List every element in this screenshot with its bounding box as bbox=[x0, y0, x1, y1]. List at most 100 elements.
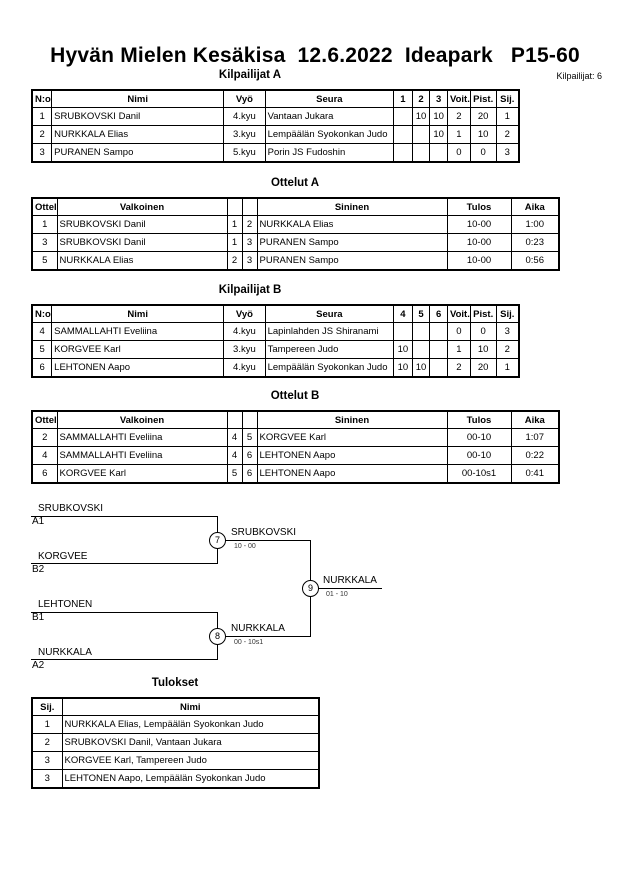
matchA-header-cell: Sininen bbox=[256, 197, 448, 216]
poolA-header-cell: 2 bbox=[411, 89, 431, 108]
poolB-cell bbox=[429, 340, 448, 359]
poolA-header-cell: Nimi bbox=[51, 89, 225, 108]
poolA-cell bbox=[393, 107, 413, 126]
poolB-cell bbox=[411, 340, 431, 359]
matchA-cell: PURANEN Sampo bbox=[256, 233, 448, 252]
matchB-cell: 6 bbox=[241, 464, 258, 484]
bracket-final-score: 01 - 10 bbox=[326, 591, 348, 598]
matchB-cell: 0:22 bbox=[510, 446, 560, 465]
poolB-header-cell: 5 bbox=[411, 304, 431, 323]
matchA-cell: 1:00 bbox=[510, 215, 560, 234]
matchA-header-cell: Aika bbox=[510, 197, 560, 216]
results-cell: LEHTONEN Aapo, Lempäälän Syokonkan Judo bbox=[61, 769, 320, 789]
poolA-cell: SRUBKOVSKI Danil bbox=[51, 107, 225, 126]
matchB-cell: LEHTONEN Aapo bbox=[256, 464, 448, 484]
matchA-cell: PURANEN Sampo bbox=[256, 251, 448, 271]
matchB-header-cell: Valkoinen bbox=[56, 410, 228, 429]
results-header-cell: Nimi bbox=[61, 697, 320, 716]
poolA-header-cell: Pist. bbox=[469, 89, 497, 108]
poolB-cell bbox=[429, 322, 448, 341]
poolA-cell: Porin JS Fudoshin bbox=[264, 143, 395, 163]
competitor-count: Kilpailijat: 6 bbox=[556, 71, 602, 81]
matchB-cell: 5 bbox=[241, 428, 258, 447]
poolA-cell bbox=[411, 143, 431, 163]
matches-b-title: Ottelut B bbox=[270, 390, 320, 402]
results-cell: 2 bbox=[31, 733, 63, 752]
matchA-cell: 0:23 bbox=[510, 233, 560, 252]
matchB-cell: 1:07 bbox=[510, 428, 560, 447]
bracket-semi2-bottom-name: NURKKALA bbox=[38, 647, 92, 658]
poolB-cell bbox=[411, 322, 431, 341]
poolA-header-cell: Sij. bbox=[495, 89, 520, 108]
matchB-cell: 00-10 bbox=[446, 446, 512, 465]
poolB-cell: 10 bbox=[411, 358, 431, 378]
poolA-header-cell: 1 bbox=[393, 89, 413, 108]
poolB-header-cell: Nimi bbox=[51, 304, 225, 323]
matchB-cell: LEHTONEN Aapo bbox=[256, 446, 448, 465]
matchA-header-cell bbox=[241, 197, 258, 216]
matchB-header-cell: Aika bbox=[510, 410, 560, 429]
matchB-cell: 6 bbox=[31, 464, 58, 484]
poolA-cell: 3 bbox=[31, 143, 53, 163]
pool-a-title: Kilpailijat A bbox=[218, 69, 282, 81]
poolA-cell: 3 bbox=[495, 143, 520, 163]
matchB-cell: SAMMALLAHTI Eveliina bbox=[56, 428, 228, 447]
poolB-cell: 3 bbox=[495, 322, 520, 341]
poolA-cell: 10 bbox=[411, 107, 431, 126]
bracket-final-match-no: 9 bbox=[302, 580, 319, 597]
matchB-cell: 5 bbox=[226, 464, 243, 484]
poolB-cell bbox=[393, 322, 413, 341]
poolB-header-cell: Voit. bbox=[446, 304, 471, 323]
poolA-cell: 1 bbox=[446, 125, 471, 144]
poolB-cell: 20 bbox=[469, 358, 497, 378]
matchA-cell: 3 bbox=[241, 251, 258, 271]
bracket-semi2-top-name: LEHTONEN bbox=[38, 599, 93, 610]
poolB-cell: 1 bbox=[446, 340, 471, 359]
poolA-cell bbox=[411, 125, 431, 144]
bracket-semi1-bottom-seed: B2 bbox=[32, 564, 45, 575]
matchA-cell: 1 bbox=[226, 215, 243, 234]
matchB-cell: KORGVEE Karl bbox=[56, 464, 228, 484]
matchB-cell: 4 bbox=[226, 446, 243, 465]
bracket-semi1-top-name: SRUBKOVSKI bbox=[38, 503, 104, 514]
matchA-cell: NURKKALA Elias bbox=[56, 251, 228, 271]
results-title: Tulokset bbox=[151, 677, 199, 689]
matchA-cell: 10-00 bbox=[446, 233, 512, 252]
results-cell: SRUBKOVSKI Danil, Vantaan Jukara bbox=[61, 733, 320, 752]
matchA-header-cell: Ottelu bbox=[31, 197, 58, 216]
poolA-cell: 2 bbox=[446, 107, 471, 126]
poolB-cell: 1 bbox=[495, 358, 520, 378]
matchA-header-cell: Valkoinen bbox=[56, 197, 228, 216]
poolA-cell: 2 bbox=[495, 125, 520, 144]
poolA-header-cell: Voit. bbox=[446, 89, 471, 108]
poolA-cell: Vantaan Jukara bbox=[264, 107, 395, 126]
matchA-cell: SRUBKOVSKI Danil bbox=[56, 215, 228, 234]
poolB-header-cell: 4 bbox=[393, 304, 413, 323]
poolB-cell: 10 bbox=[469, 340, 497, 359]
matchB-cell: 00-10s1 bbox=[446, 464, 512, 484]
poolA-cell: 3.kyu bbox=[223, 125, 266, 144]
poolA-cell: 10 bbox=[429, 107, 448, 126]
poolA-header-cell: 3 bbox=[429, 89, 448, 108]
poolB-cell: 4.kyu bbox=[223, 358, 266, 378]
poolB-cell: SAMMALLAHTI Eveliina bbox=[51, 322, 225, 341]
matchB-cell: 2 bbox=[31, 428, 58, 447]
poolA-cell bbox=[429, 143, 448, 163]
matchA-header-cell: Tulos bbox=[446, 197, 512, 216]
poolA-cell: 2 bbox=[31, 125, 53, 144]
matchB-header-cell: Tulos bbox=[446, 410, 512, 429]
bracket-semi2-top-seed: B1 bbox=[32, 612, 45, 623]
poolB-cell: Lapinlahden JS Shiranami bbox=[264, 322, 395, 341]
matchB-cell: 4 bbox=[31, 446, 58, 465]
poolA-cell bbox=[393, 143, 413, 163]
poolB-cell: 4 bbox=[31, 322, 53, 341]
poolB-cell: 0 bbox=[446, 322, 471, 341]
poolB-header-cell: Sij. bbox=[495, 304, 520, 323]
